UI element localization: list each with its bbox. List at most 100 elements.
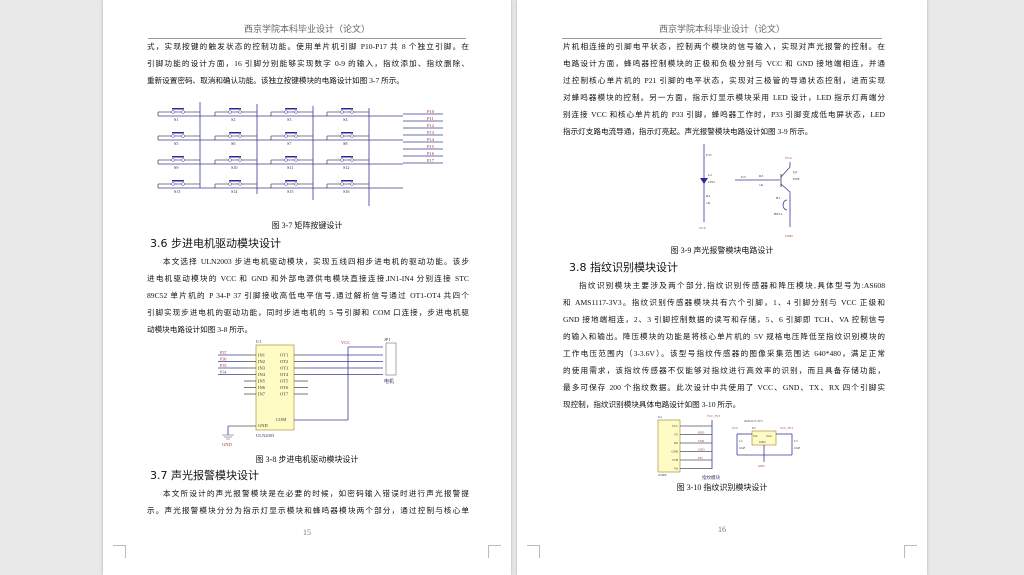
buzzer-icon	[782, 199, 788, 211]
switch-contact	[228, 158, 232, 162]
schematic-label: B1	[776, 196, 780, 200]
switch-contact	[171, 158, 175, 162]
schematic-label: VCC	[672, 424, 678, 428]
schematic-label: 1K	[759, 183, 764, 187]
schematic-label: BELL	[774, 212, 783, 216]
switch-contact	[294, 182, 298, 186]
schematic-label: P13	[427, 130, 435, 135]
schematic-label: S4	[343, 117, 348, 122]
switch-actuator	[285, 156, 297, 158]
schematic-label: VCC_3V3	[780, 426, 793, 430]
switch-contact	[350, 134, 354, 138]
schematic-label: S12	[343, 165, 350, 170]
switch-actuator	[229, 156, 241, 158]
switch-contact	[238, 110, 242, 114]
schematic-label: Vin	[753, 434, 758, 438]
schematic-label: R4	[706, 194, 710, 198]
text-line: 示。声光报警模块分分为指示灯显示模块和蜂鸣器模块两个部分，通过控制与核心单	[147, 506, 469, 515]
schematic-label: VCC_3V3	[707, 414, 720, 418]
schematic-label: S11	[287, 165, 293, 170]
chip-as608	[657, 419, 681, 473]
page-header: 西京学院本科毕业设计（论文）	[148, 22, 466, 39]
schematic-label: P35	[220, 363, 227, 368]
switch-contact	[340, 158, 344, 162]
schematic-label: P11	[427, 116, 434, 121]
schematic-label: IN5	[258, 379, 266, 384]
schematic-label: S8	[343, 141, 347, 146]
text-line: 引脚实现步进电机的驱动功能，同时步进电机的 5 号引脚和 COM 口连接，步进电…	[147, 308, 469, 317]
switch-actuator	[172, 132, 184, 134]
schematic-label: OT2	[280, 359, 288, 364]
text-line: 工作电压范围内（3-3.6V）。该型号指纹传感器的图像采集范围达 640*480…	[563, 349, 885, 358]
schematic-label: P34	[220, 370, 227, 375]
switch-contact	[238, 158, 242, 162]
schematic-label: OT3	[280, 366, 289, 371]
schematic-label: 1K	[706, 201, 711, 205]
switch-actuator	[341, 108, 353, 110]
ground-icon	[222, 434, 234, 440]
switch-contact	[181, 158, 185, 162]
switch-actuator	[285, 180, 297, 182]
text-line: 现控制，指纹识别模块具体电路设计如图 3-10 所示。	[563, 400, 741, 409]
text-line: 别连接 VCC 和核心单片机的 P33 引脚，蜂鸣器工作时，P33 引脚变成低电…	[563, 110, 885, 119]
schematic-label: 10uF	[739, 446, 746, 450]
schematic-label: PNP	[793, 177, 799, 181]
schematic-label: AMS1117-3V3	[744, 419, 763, 423]
schematic-label: OT6	[280, 385, 289, 390]
text-line: 的输入和输出。降压模块的功能是将核心单片机的 5V 规格电压降低至指纹识别模块的	[563, 332, 885, 341]
page-header: 西京学院本科毕业设计（论文）	[562, 22, 882, 39]
switch-actuator	[229, 108, 241, 110]
switch-contact	[228, 134, 232, 138]
page-15: 西京学院本科毕业设计（论文） 式，实现按键的触发状态的控制功能。使用单片机引脚 …	[103, 0, 511, 575]
schematic-label: P32	[698, 456, 703, 460]
paragraph: 式，实现按键的触发状态的控制功能。使用单片机引脚 P10-P17 共 8 个独立…	[147, 38, 469, 89]
schematic-label: P37	[220, 350, 227, 355]
schematic-label: S14	[231, 189, 238, 194]
switch-actuator	[172, 180, 184, 182]
page-16: 西京学院本科毕业设计（论文） 片机相连接的引脚电平状态，控制两个模块的信号输入，…	[517, 0, 927, 575]
schematic-label: C3	[794, 439, 798, 443]
switch-contact	[171, 182, 175, 186]
text-line: 引脚功能的设计方面，16 引脚分别能够实现数字 0-9 的输入，指纹添加、指纹删…	[147, 59, 469, 68]
schematic-label: S9	[174, 165, 178, 170]
schematic-label: P14	[427, 137, 435, 142]
text-line: 本文选择 ULN2003 步进电机驱动模块，实现五线四相步进电机的驱动功能。该步	[163, 257, 469, 266]
schematic-label: IN7	[258, 392, 266, 397]
schematic-label: OT5	[280, 379, 289, 384]
schematic-label: GND	[785, 234, 793, 238]
switch-actuator	[285, 108, 297, 110]
schematic-label: 电机	[384, 378, 394, 385]
schematic-label: TX	[674, 433, 679, 437]
schematic-label: AS608	[658, 473, 667, 477]
figure-caption: 图 3-7 矩阵按键设计	[271, 221, 343, 230]
schematic-label: S5	[174, 141, 178, 146]
figure-caption: 图 3-10 指纹识别模块设计	[676, 483, 768, 492]
schematic-label: RX	[674, 441, 679, 445]
section-heading: 3.6 步进电机驱动模块设计	[150, 237, 281, 250]
schematic-label: P16	[427, 151, 435, 156]
text-line: 本文所设计的声光报警模块是在必要的时候，如密码输入错误时进行声光报警提	[163, 489, 469, 498]
switch-contact	[181, 110, 185, 114]
schematic-label: P10	[427, 109, 435, 114]
schematic-label: S7	[287, 141, 291, 146]
switch-contact	[228, 110, 232, 114]
switch-contact	[350, 182, 354, 186]
schematic-label: IN3	[258, 366, 266, 371]
schematic-label: S1	[174, 117, 178, 122]
wire	[780, 166, 791, 178]
figure-caption: 图 3-9 声光报警模块电路设计	[670, 246, 774, 255]
schematic-label: IN6	[258, 385, 266, 390]
schematic-label: P33	[706, 153, 712, 157]
text-line: 片机相连接的引脚电平状态，控制两个模块的信号输入，实现对声光报警的控制。在	[563, 42, 885, 51]
schematic-label: OT1	[280, 353, 288, 358]
switch-contact	[350, 158, 354, 162]
text-line: 动模块电路设计如图 3-8 所示。	[147, 325, 253, 334]
text-line: 进电机驱动模块的 VCC 和 GND 和外部电源供电模块直接连接,IN1-IN4…	[147, 274, 469, 283]
section-heading: 3.7 声光报警模块设计	[150, 469, 259, 482]
schematic-label: S3	[287, 117, 291, 122]
switch-contact	[284, 134, 288, 138]
switch-contact	[350, 110, 354, 114]
schematic-label: VCC	[732, 426, 738, 430]
